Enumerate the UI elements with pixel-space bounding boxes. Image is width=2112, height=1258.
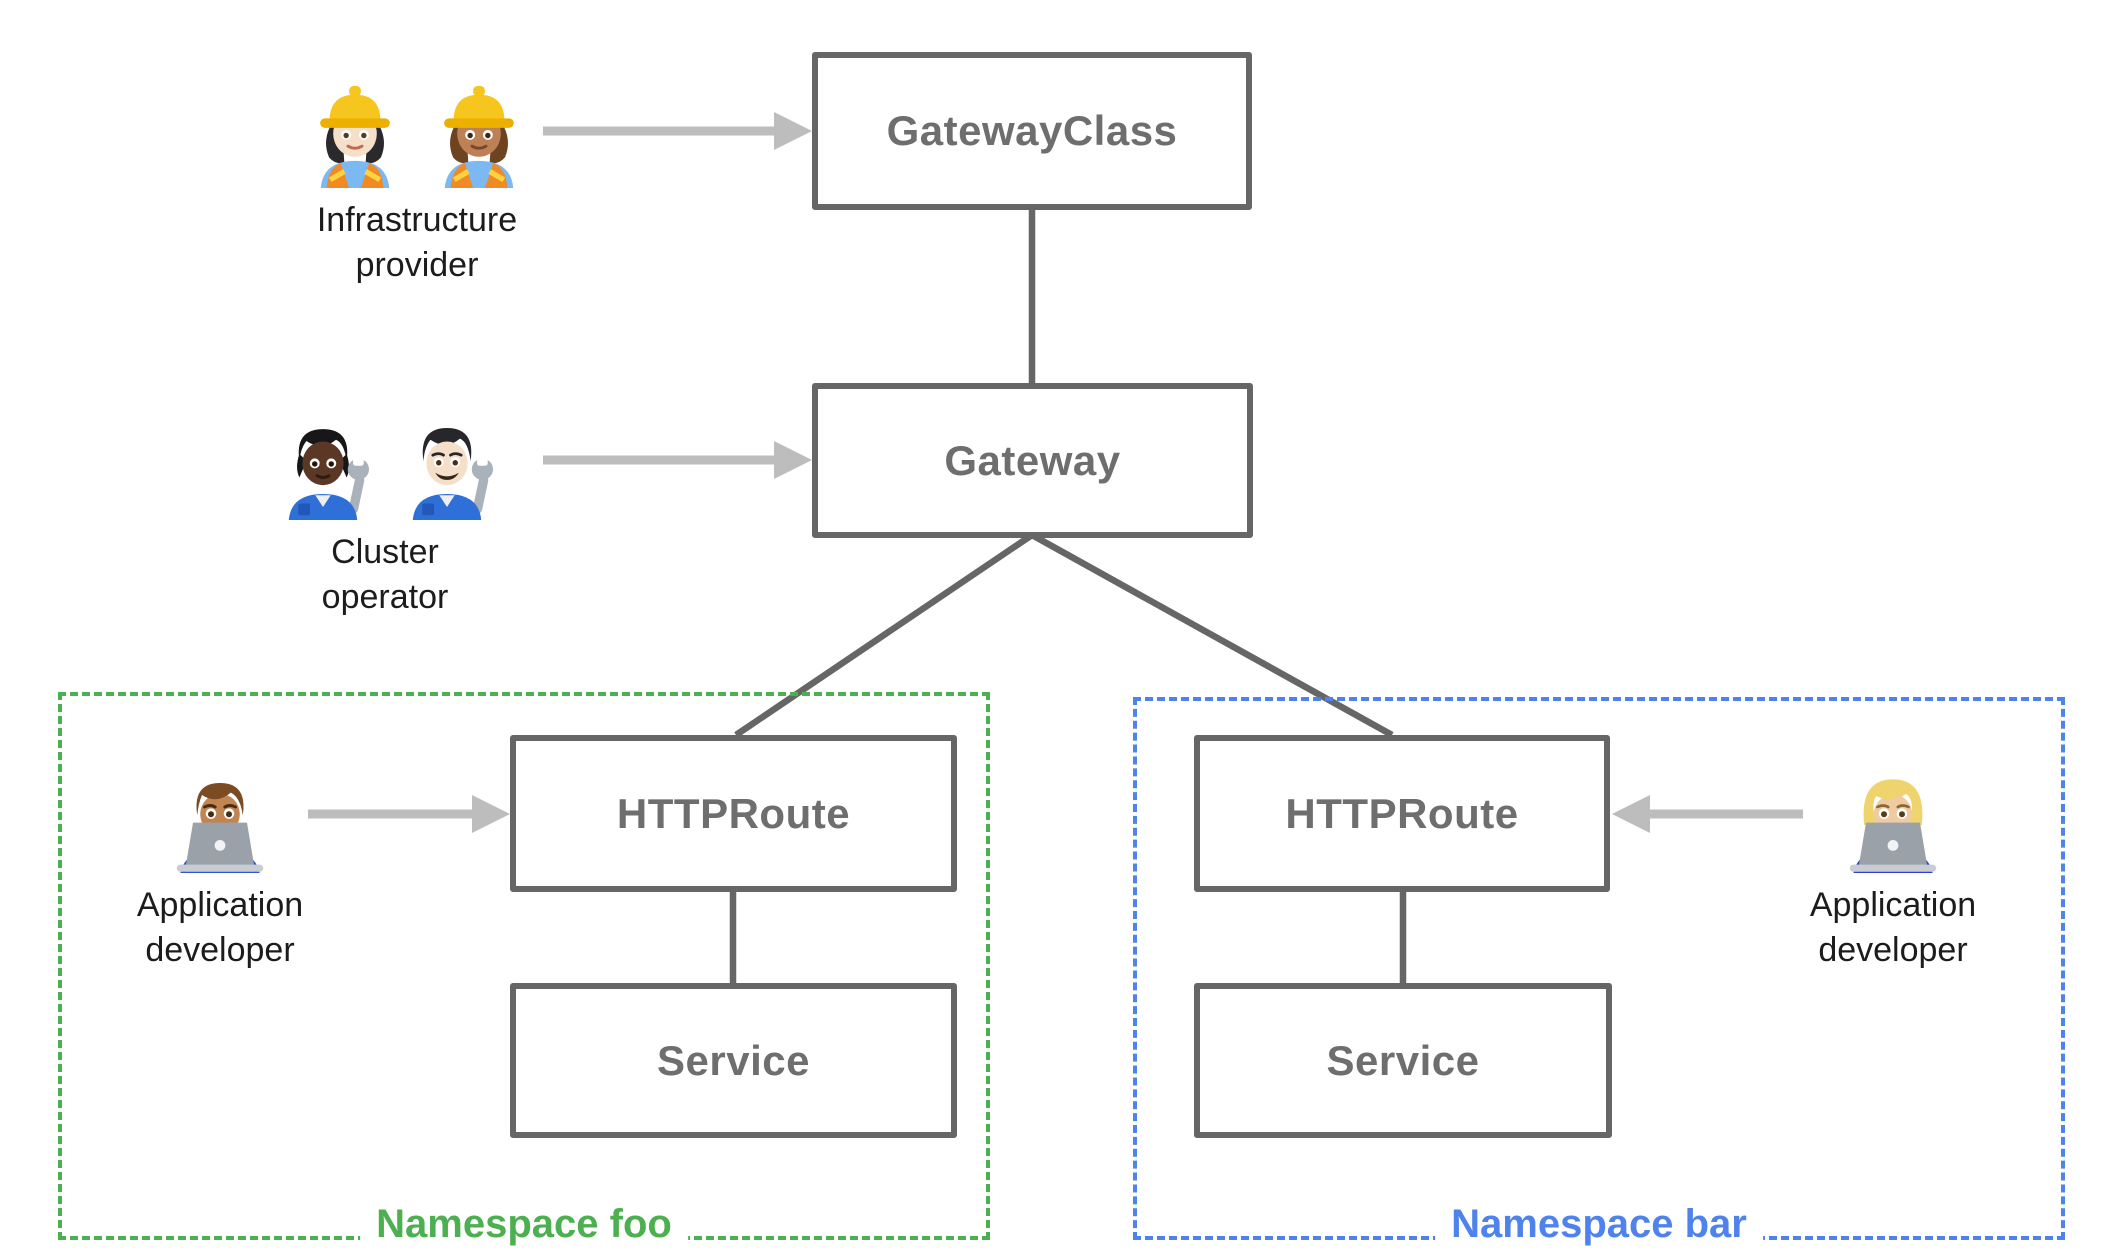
node-httproute-bar: HTTPRoute — [1194, 735, 1610, 892]
woman-technologist-icon — [1833, 753, 1953, 873]
infrastructure-provider-label: Infrastructure provider — [316, 201, 518, 284]
persona-infrastructure-provider: Infrastructure provider — [257, 70, 577, 288]
persona-app-developer-foo: Application developer — [60, 753, 380, 973]
app-developer-bar-arrow — [1612, 795, 1803, 833]
infrastructure-provider-arrow — [543, 112, 812, 150]
node-gatewayclass: GatewayClass — [812, 52, 1252, 210]
node-service-bar: Service — [1194, 983, 1612, 1138]
man-technologist-icon — [160, 753, 280, 873]
node-service-foo: Service — [510, 983, 957, 1138]
woman-construction-worker-light-icon — [296, 70, 414, 188]
app-developer-foo-label: Application developer — [136, 886, 304, 969]
persona-app-developer-bar: Application developer — [1733, 753, 2053, 973]
app-developer-foo-arrow — [308, 795, 510, 833]
infrastructure-provider-icons — [296, 70, 538, 188]
cluster-operator-label: Cluster operator — [321, 533, 449, 616]
cluster-operator-arrow — [543, 441, 812, 479]
woman-construction-worker-medium-icon — [420, 70, 538, 188]
namespace-bar-boundary: Namespace bar — [1133, 697, 2065, 1248]
app-developer-bar-label: Application developer — [1809, 886, 1977, 969]
persona-cluster-operator: Cluster operator — [225, 402, 545, 620]
namespace-foo-boundary: Namespace foo — [58, 692, 990, 1248]
node-httproute-foo: HTTPRoute — [510, 735, 957, 892]
edge-gateway-httproute-foo — [734, 532, 1034, 738]
edge-gateway-httproute-bar — [1030, 532, 1394, 738]
cluster-operator-icons — [264, 402, 506, 520]
node-gateway: Gateway — [812, 383, 1253, 538]
man-mechanic-light-icon — [388, 402, 506, 520]
app-developer-bar-icons — [1833, 753, 1953, 873]
app-developer-foo-icons — [160, 753, 280, 873]
namespace-foo-label: Namespace foo — [360, 1200, 688, 1248]
person-mechanic-dark-icon — [264, 402, 382, 520]
namespace-bar-label: Namespace bar — [1435, 1200, 1763, 1248]
